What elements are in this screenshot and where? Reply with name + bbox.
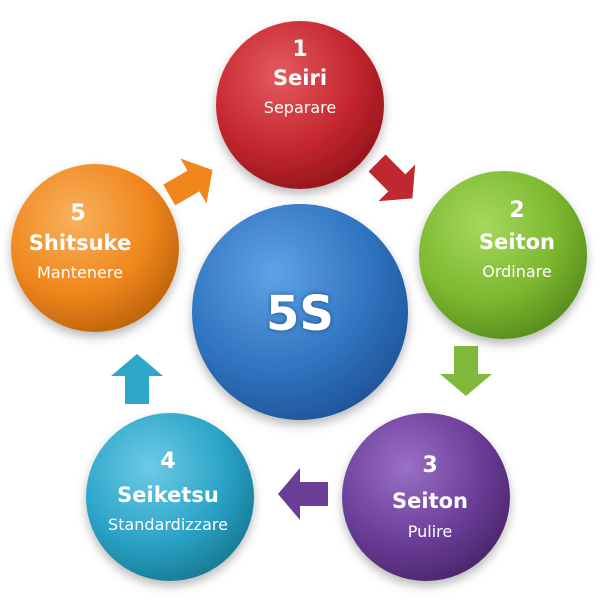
step-2-subtitle: Ordinare: [482, 262, 552, 281]
step-5-name: Shitsuke: [29, 231, 131, 255]
arrow-1-to-2: [368, 154, 416, 202]
arrow-4-to-5: [111, 354, 163, 404]
step-3-name: Seiton: [392, 489, 468, 513]
arrow-3-to-4: [278, 468, 328, 520]
step-2-number: 2: [509, 198, 524, 223]
step-4-name: Seiketsu: [117, 483, 219, 507]
step-5-number: 5: [70, 201, 85, 226]
step-1-node: 1 Seiri Separare: [216, 21, 384, 189]
step-4-node: 4 Seiketsu Standardizzare: [86, 413, 254, 581]
center-label: 5S: [266, 286, 334, 342]
step-3-number: 3: [422, 453, 437, 478]
step-5-node: 5 Shitsuke Mantenere: [11, 164, 179, 332]
step-2-name: Seiton: [479, 230, 555, 254]
step-1-name: Seiri: [273, 66, 327, 90]
step-1-subtitle: Separare: [264, 98, 336, 117]
arrows: [111, 154, 492, 520]
arrow-5-to-1: [163, 158, 213, 206]
step-2-node: 2 Seiton Ordinare: [419, 171, 587, 339]
step-1-number: 1: [292, 37, 307, 62]
arrow-2-to-3: [440, 346, 492, 396]
center-node: 5S: [192, 204, 408, 420]
step-4-number: 4: [160, 449, 175, 474]
step-3-node: 3 Seiton Pulire: [342, 413, 510, 581]
step-5-subtitle: Mantenere: [37, 263, 123, 282]
step-3-subtitle: Pulire: [408, 522, 452, 541]
step-4-subtitle: Standardizzare: [108, 515, 228, 534]
